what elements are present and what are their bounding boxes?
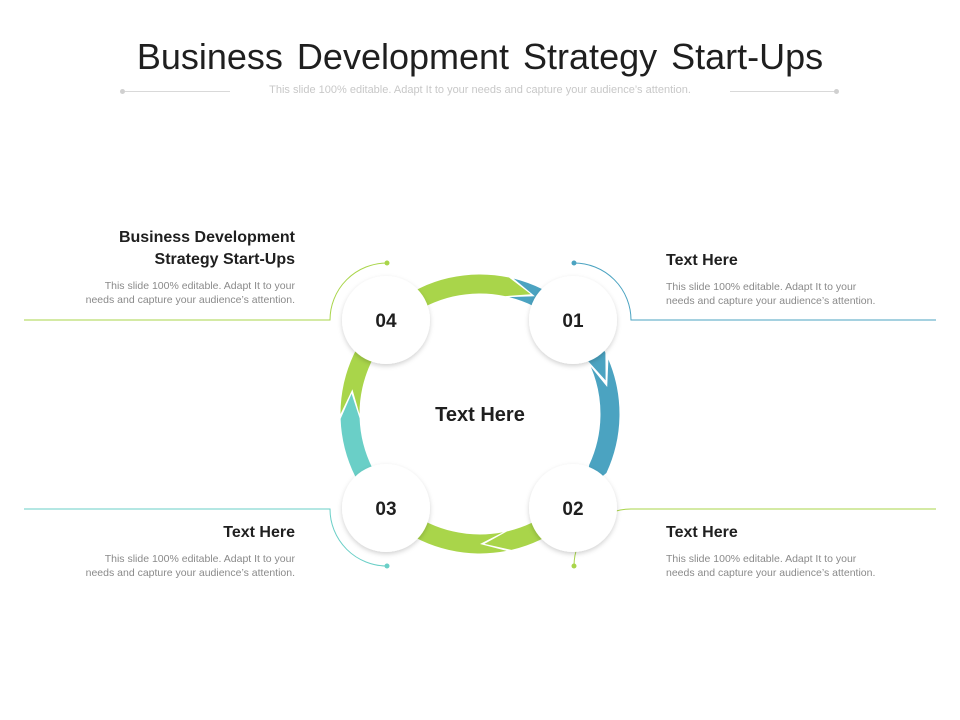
block-bottom-left-title: Text Here: [223, 524, 295, 541]
block-bottom-left: Text Here This slide 100% editable. Adap…: [50, 522, 295, 580]
block-top-left-body-line2: needs and capture your audience’s attent…: [85, 294, 295, 306]
subtitle-row: This slide 100% editable. Adapt It to yo…: [0, 84, 960, 100]
slide-subtitle: This slide 100% editable. Adapt It to yo…: [269, 84, 691, 96]
node-04: 04: [342, 276, 430, 364]
subtitle-left-dot: [120, 89, 125, 94]
node-03-number: 03: [375, 499, 396, 520]
node-03: 03: [342, 464, 430, 552]
block-top-left-title-line2: Strategy Start-Ups: [154, 251, 295, 268]
slide-title: Business Development Strategy Start-Ups: [136, 36, 824, 77]
ring-segment-4: [394, 274, 531, 319]
block-bottom-left-body-line1: This slide 100% editable. Adapt It to yo…: [104, 553, 295, 565]
block-bottom-right-body-line2: needs and capture your audience’s attent…: [666, 567, 876, 579]
block-top-left-body: This slide 100% editable. Adapt It to yo…: [50, 279, 295, 307]
node-04-number: 04: [375, 311, 397, 332]
ring-segment-3b: [340, 300, 417, 414]
connector-top-right: [571, 260, 936, 321]
center-label: Text Here: [435, 404, 525, 426]
block-bottom-left-body-line2: needs and capture your audience’s attent…: [85, 567, 295, 579]
block-bottom-right: Text Here This slide 100% editable. Adap…: [666, 522, 911, 580]
block-top-left-title: Business Development Strategy Start-Ups: [50, 227, 295, 271]
block-top-right-title: Text Here: [666, 252, 738, 269]
node-01-number: 01: [562, 311, 584, 332]
node-02-number: 02: [562, 499, 583, 520]
block-top-right-body-line2: needs and capture your audience’s attent…: [666, 295, 876, 307]
block-top-left-body-line1: This slide 100% editable. Adapt It to yo…: [104, 280, 295, 292]
block-bottom-right-body-line1: This slide 100% editable. Adapt It to yo…: [666, 553, 857, 565]
node-02: 02: [529, 464, 617, 552]
block-top-right-body: This slide 100% editable. Adapt It to yo…: [666, 280, 911, 308]
block-bottom-left-body: This slide 100% editable. Adapt It to yo…: [50, 552, 295, 580]
block-top-left: Business Development Strategy Start-Ups …: [50, 227, 295, 307]
block-top-left-title-line1: Business Development: [118, 229, 295, 246]
ring-segment-1b: [585, 359, 620, 491]
subtitle-right-dot: [834, 89, 839, 94]
ring-segment-2b: [383, 501, 507, 554]
node-01: 01: [529, 276, 617, 364]
block-top-right: Text Here This slide 100% editable. Adap…: [666, 250, 911, 308]
block-top-right-body-line1: This slide 100% editable. Adapt It to yo…: [666, 281, 857, 293]
connector-top-left: [24, 260, 390, 321]
block-bottom-right-title: Text Here: [666, 524, 738, 541]
ring-segment-3a: [340, 393, 405, 523]
block-bottom-right-body: This slide 100% editable. Adapt It to yo…: [666, 552, 911, 580]
subtitle-right-rule: [730, 91, 835, 92]
subtitle-left-rule: [125, 91, 230, 92]
connector-bottom-left: [24, 508, 390, 569]
